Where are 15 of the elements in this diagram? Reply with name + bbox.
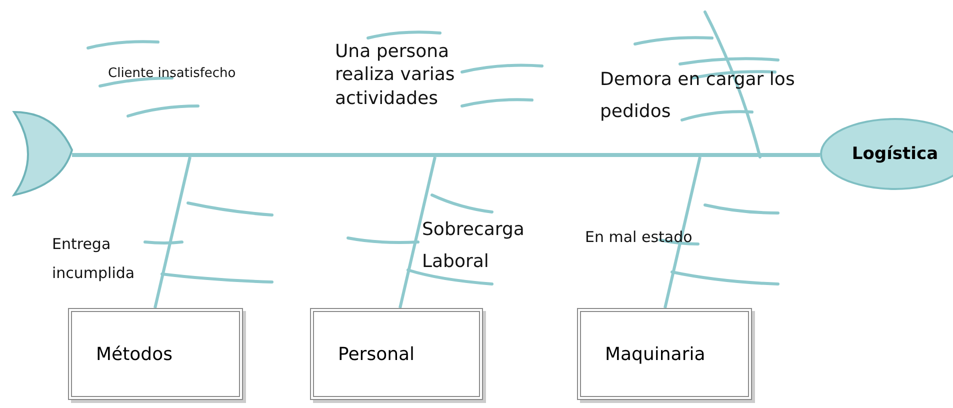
cause-label: Cliente insatisfecho <box>108 66 237 83</box>
bone-line <box>154 156 192 308</box>
cause-label: Una persona realiza varias actividades <box>335 40 456 110</box>
cause-label: Demora en cargar los pedidos <box>600 68 796 124</box>
spine-line <box>72 153 820 157</box>
bone-line <box>398 156 436 308</box>
category-box: Métodos <box>68 308 243 400</box>
bone-line <box>664 156 702 308</box>
head-label: Logística <box>852 144 938 164</box>
fish-tail-shape <box>13 111 73 196</box>
category-box: Personal <box>310 308 483 400</box>
category-box: Maquinaria <box>577 308 752 400</box>
cause-label: Entrega incumplida <box>52 234 136 284</box>
cause-label: En mal estado <box>585 228 694 248</box>
cause-label: Sobrecarga Laboral <box>422 218 526 274</box>
